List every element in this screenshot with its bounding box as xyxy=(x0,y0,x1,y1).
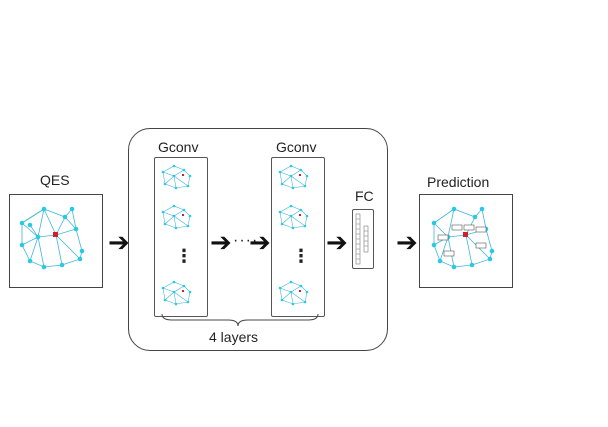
fc-label: FC xyxy=(355,188,374,204)
arrow-right-icon: ➔ xyxy=(396,227,418,257)
fc-neurons xyxy=(355,213,369,265)
gconv-last-label: Gconv xyxy=(276,139,317,155)
prediction-graph-box xyxy=(419,194,513,288)
layers-label: 4 layers xyxy=(209,329,259,345)
arrow-right-icon: ➔ xyxy=(326,227,348,257)
mini-graph xyxy=(278,204,309,230)
qes-label: QES xyxy=(40,172,70,188)
vertical-ellipsis: ⋮ xyxy=(175,246,193,266)
gconv-first-label: Gconv xyxy=(158,139,199,155)
gconv-column-first: ⋮ xyxy=(154,157,208,317)
prediction-label: Prediction xyxy=(427,174,490,190)
gconv-column-last: ⋮ xyxy=(271,157,325,317)
vertical-ellipsis: ⋮ xyxy=(292,246,310,266)
arrow-right-icon: ➔ xyxy=(108,227,130,257)
mini-graph xyxy=(161,204,192,230)
qes-graph-box xyxy=(9,194,103,288)
fc-layer-box xyxy=(352,209,374,269)
mini-graph xyxy=(278,164,309,190)
dotted-connector: ···· xyxy=(233,232,259,249)
mini-graph xyxy=(278,280,309,306)
mini-graph xyxy=(161,280,192,306)
layers-brace xyxy=(161,313,319,327)
mini-graph xyxy=(161,164,192,190)
qes-graph xyxy=(19,206,85,270)
arrow-right-icon: ➔ xyxy=(249,227,271,257)
arrow-right-icon: ➔ xyxy=(210,227,232,257)
prediction-graph xyxy=(431,206,495,270)
